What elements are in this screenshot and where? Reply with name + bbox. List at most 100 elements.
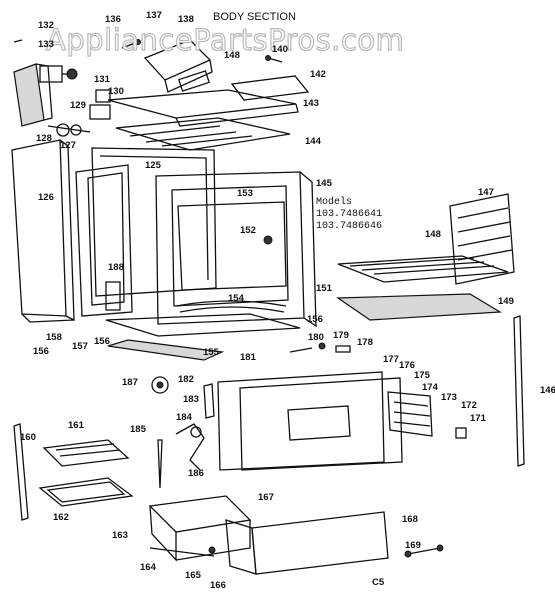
broiler-grid — [42, 439, 130, 467]
part-callout-128: 128 — [36, 133, 52, 144]
top-vent-bracket — [143, 39, 213, 93]
part-callout-186: 186 — [188, 468, 204, 479]
part-callout-160: 160 — [20, 432, 36, 443]
part-callout-174: 174 — [422, 382, 439, 393]
part-callout-154: 154 — [228, 293, 245, 304]
rear-panel — [91, 147, 217, 297]
part-callout-157: 157 — [72, 341, 88, 352]
part-callout-132: 132 — [38, 20, 54, 31]
part-callout-166: 166 — [210, 580, 226, 591]
part-callout-187: 187 — [122, 377, 138, 388]
valve-bracket — [175, 423, 205, 471]
watermark: AppliancePartsPros.com — [46, 23, 404, 57]
part-callout-158: 158 — [46, 332, 62, 343]
leveling-leg — [404, 544, 444, 558]
door-inner-panel — [217, 371, 385, 471]
part-callout-161: 161 — [68, 420, 85, 431]
sensor-bulb — [263, 235, 273, 245]
bottom-trim — [107, 339, 225, 361]
page-code: C5 — [372, 577, 385, 588]
backguard-left — [13, 63, 53, 127]
hinge-hardware — [289, 342, 351, 353]
models-label: Models 103.7486641 103.7486646 — [316, 196, 382, 232]
bracket-left-small — [105, 281, 121, 311]
oven-bottom-plate — [105, 313, 301, 337]
broiler-pan-tray — [336, 293, 502, 321]
door-hinge-stack — [387, 391, 433, 437]
thermostat-probe — [157, 439, 163, 489]
part-callout-148: 148 — [224, 50, 240, 61]
part-callout-130: 130 — [108, 86, 124, 97]
part-callout-172: 172 — [461, 400, 477, 411]
part-callout-171: 171 — [470, 413, 487, 424]
part-callout-163: 163 — [112, 530, 128, 541]
part-callout-167: 167 — [258, 492, 274, 503]
hinge-arm — [203, 383, 215, 419]
part-callout-146: 146 — [540, 385, 555, 396]
models-heading: Models — [316, 196, 352, 208]
part-callout-156: 156 — [33, 346, 49, 357]
heat-deflector — [115, 117, 291, 151]
side-panel-inner — [75, 164, 133, 317]
drawer-front — [225, 511, 389, 575]
part-callout-129: 129 — [70, 100, 86, 111]
part-callout-127: 127 — [60, 140, 76, 151]
burner-cover — [230, 75, 310, 101]
drawer-rail — [149, 547, 215, 557]
part-callout-183: 183 — [183, 394, 199, 405]
part-callout-168: 168 — [402, 514, 418, 525]
storage-drawer-body — [148, 495, 252, 562]
part-callout-147: 147 — [478, 187, 494, 198]
part-callout-126: 126 — [38, 192, 54, 203]
part-callout-188: 188 — [108, 262, 124, 273]
side-panel-left — [11, 139, 75, 323]
part-callout-164: 164 — [140, 562, 157, 573]
part-callout-151: 151 — [316, 283, 333, 294]
part-callout-125: 125 — [145, 160, 162, 171]
part-callout-182: 182 — [178, 374, 194, 385]
part-callout-165: 165 — [185, 570, 202, 581]
part-callout-143: 143 — [303, 98, 319, 109]
part-callout-136: 136 — [105, 14, 121, 25]
oven-front-frame — [155, 171, 317, 328]
broiler-pan — [38, 477, 134, 507]
diagram-title: BODY SECTION — [213, 11, 296, 23]
part-callout-156: 156 — [307, 314, 323, 325]
control-bracket — [39, 65, 78, 83]
part-callout-138: 138 — [178, 14, 194, 25]
part-callout-179: 179 — [333, 330, 349, 341]
part-callout-149: 149 — [498, 296, 514, 307]
part-callout-144: 144 — [305, 136, 322, 147]
part-callout-156: 156 — [94, 336, 110, 347]
broiler-element — [175, 300, 287, 313]
model-number-1: 103.7486641 — [316, 209, 382, 220]
part-callout-155: 155 — [203, 347, 220, 358]
switch-block — [47, 89, 111, 137]
part-callout-185: 185 — [130, 424, 147, 435]
part-callout-153: 153 — [237, 188, 253, 199]
oven-door-gasket — [177, 201, 287, 291]
oven-rack-vertical — [449, 193, 515, 285]
part-callout-148: 148 — [425, 229, 441, 240]
part-callout-137: 137 — [146, 10, 162, 21]
part-callout-140: 140 — [272, 44, 288, 55]
part-callout-178: 178 — [357, 337, 373, 348]
part-callout-145: 145 — [316, 178, 333, 189]
side-trim-strip-left — [13, 423, 29, 521]
part-callout-184: 184 — [176, 412, 193, 423]
part-callout-176: 176 — [399, 360, 415, 371]
door-outer-panel — [239, 377, 403, 471]
part-callout-175: 175 — [414, 370, 431, 381]
side-trim-strip-right — [513, 315, 525, 467]
door-handle-clip — [455, 427, 467, 439]
model-number-2: 103.7486646 — [316, 221, 382, 232]
part-callout-142: 142 — [310, 69, 326, 80]
knob — [151, 376, 169, 394]
part-callout-162: 162 — [53, 512, 69, 523]
part-callout-177: 177 — [383, 354, 399, 365]
part-callout-133: 133 — [38, 39, 54, 50]
part-callout-152: 152 — [240, 225, 256, 236]
drawer-screw — [208, 546, 216, 554]
